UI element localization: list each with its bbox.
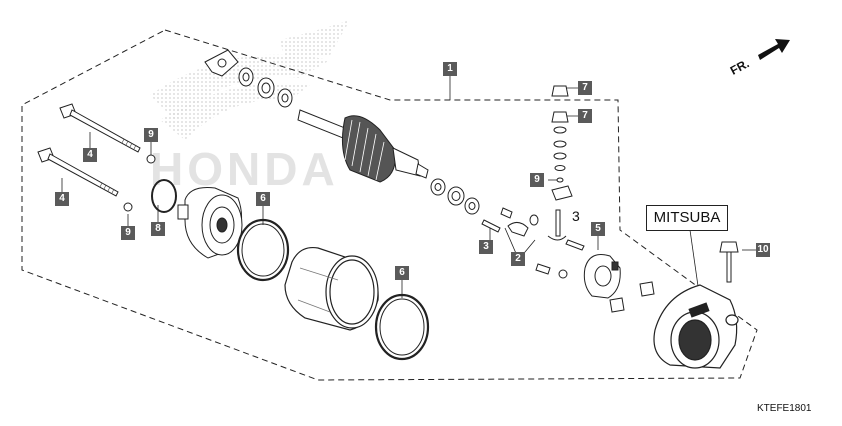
armature bbox=[297, 109, 429, 183]
callout-10: 10 bbox=[756, 243, 770, 257]
callout-5: 5 bbox=[591, 222, 605, 236]
through-bolt-lower bbox=[37, 147, 119, 197]
callout-3-plain: 3 bbox=[572, 208, 580, 224]
brush-holder-parts bbox=[481, 207, 585, 279]
o-ring-6-upper bbox=[236, 218, 290, 282]
callout-9-lower: 9 bbox=[121, 226, 135, 240]
callout-8: 8 bbox=[151, 222, 165, 236]
washer-9a bbox=[146, 154, 156, 164]
callout-2: 2 bbox=[511, 252, 525, 266]
honda-wing-watermark bbox=[150, 20, 350, 140]
diagram-code: KTEFE1801 bbox=[757, 403, 812, 414]
callout-1: 1 bbox=[443, 62, 457, 76]
callout-9-right: 9 bbox=[530, 173, 544, 187]
thrust-washers-upper bbox=[204, 49, 293, 108]
brand-label: MITSUBA bbox=[646, 205, 728, 231]
o-ring-6-lower bbox=[374, 293, 430, 361]
o-ring-8 bbox=[151, 179, 177, 213]
callout-7-lower: 7 bbox=[578, 109, 592, 123]
rear-cover bbox=[653, 284, 739, 369]
motor-yoke bbox=[284, 246, 379, 331]
terminal-hardware-stack bbox=[551, 85, 573, 201]
front-cover bbox=[177, 187, 243, 259]
bolt-10 bbox=[719, 241, 739, 283]
callout-9-upper: 9 bbox=[144, 128, 158, 142]
callout-4-upper: 4 bbox=[83, 148, 97, 162]
callout-3: 3 bbox=[479, 240, 493, 254]
callout-6-lower: 6 bbox=[395, 266, 409, 280]
assembly-outline bbox=[21, 29, 758, 381]
forward-arrow-icon bbox=[758, 39, 790, 60]
brush-holder-5 bbox=[583, 254, 621, 299]
thrust-washers-lower bbox=[430, 178, 480, 215]
callout-7-upper: 7 bbox=[578, 81, 592, 95]
small-gaskets bbox=[609, 281, 655, 313]
callout-4-lower: 4 bbox=[55, 192, 69, 206]
through-bolt-upper bbox=[59, 103, 141, 153]
washer-9b bbox=[123, 202, 133, 212]
callout-6-upper: 6 bbox=[256, 192, 270, 206]
watermark-brand: HONDA bbox=[150, 143, 339, 195]
